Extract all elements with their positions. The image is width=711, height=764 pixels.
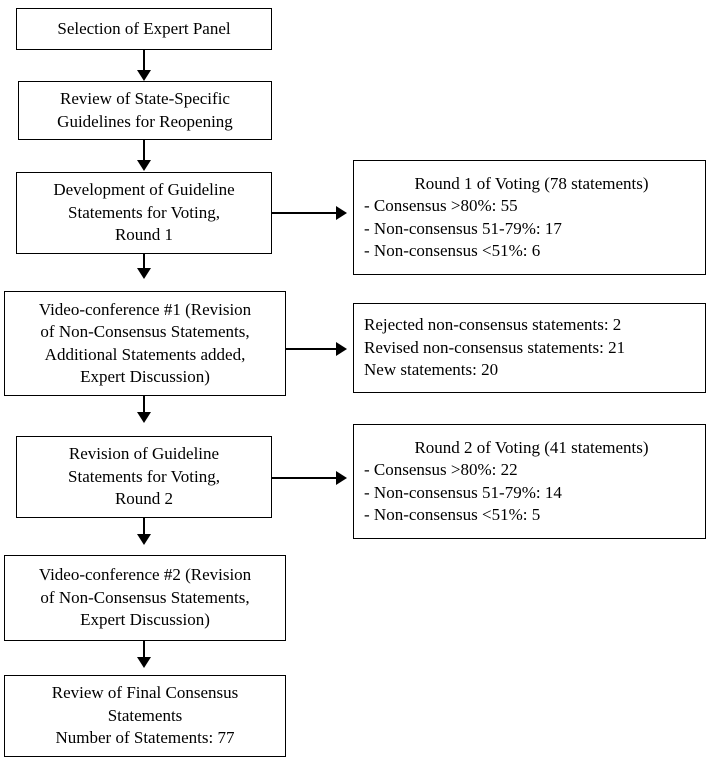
node-line: Rejected non-consensus statements: 2	[364, 315, 622, 335]
node-line: Guidelines for Reopening	[57, 111, 233, 131]
node-line: Revised non-consensus statements: 21	[364, 337, 626, 357]
node-line: - Non-consensus 51-79%: 17	[364, 218, 562, 238]
node-final-consensus: Review of Final Consensus Statements Num…	[4, 675, 286, 757]
node-line: Statements for Voting,	[68, 466, 220, 486]
node-line: Expert Discussion)	[80, 610, 210, 630]
connector-4-outcomes-arrow	[336, 342, 347, 356]
node-line: Statements	[107, 705, 183, 725]
node-line: - Non-consensus <51%: 5	[364, 504, 541, 524]
node-line: - Non-consensus 51-79%: 14	[364, 482, 562, 502]
node-video-conference-1: Video-conference #1 (Revision of Non-Con…	[4, 291, 286, 396]
node-development-round-1: Development of Guideline Statements for …	[16, 172, 272, 254]
connector-4-5-line	[143, 396, 145, 414]
node-line: Expert Discussion)	[80, 366, 210, 386]
node-round-2-voting: Round 2 of Voting (41 statements) - Cons…	[353, 424, 706, 539]
node-line: Review of Final Consensus	[51, 683, 239, 703]
node-line: Video-conference #1 (Revision	[38, 299, 252, 319]
connector-5-round2-line	[272, 477, 338, 479]
connector-3-4-line	[143, 254, 145, 272]
node-selection-of-expert-panel: Selection of Expert Panel	[16, 8, 272, 50]
node-round-1-voting: Round 1 of Voting (78 statements) - Cons…	[353, 160, 706, 275]
connector-4-outcomes-line	[286, 348, 338, 350]
node-line: Revision of Guideline	[68, 444, 220, 464]
node-line: Additional Statements added,	[44, 344, 246, 364]
connector-2-3-arrow	[137, 160, 151, 171]
connector-6-7-line	[143, 641, 145, 659]
connector-2-3-line	[143, 140, 145, 162]
connector-1-2-line	[143, 50, 145, 72]
node-line: Review of State-Specific	[60, 89, 230, 109]
node-line: of Non-Consensus Statements,	[40, 587, 250, 607]
connector-3-round1-arrow	[336, 206, 347, 220]
connector-6-7-arrow	[137, 657, 151, 668]
node-line: Round 2	[114, 489, 174, 509]
connector-5-round2-arrow	[336, 471, 347, 485]
connector-3-4-arrow	[137, 268, 151, 279]
node-line: Selection of Expert Panel	[57, 18, 231, 38]
node-video-conference-2: Video-conference #2 (Revision of Non-Con…	[4, 555, 286, 641]
node-line: of Non-Consensus Statements,	[40, 322, 250, 342]
node-review-state-guidelines: Review of State-Specific Guidelines for …	[18, 81, 272, 140]
node-revision-round-2: Revision of Guideline Statements for Vot…	[16, 436, 272, 518]
node-title: Round 2 of Voting (41 statements)	[414, 437, 649, 457]
node-line: Statements for Voting,	[68, 202, 220, 222]
node-vc1-outcomes: Rejected non-consensus statements: 2 Rev…	[353, 303, 706, 393]
connector-3-round1-line	[272, 212, 338, 214]
node-line: Number of Statements: 77	[55, 728, 235, 748]
connector-5-6-line	[143, 518, 145, 536]
connector-1-2-arrow	[137, 70, 151, 81]
node-line: - Non-consensus <51%: 6	[364, 240, 541, 260]
connector-4-5-arrow	[137, 412, 151, 423]
node-line: - Consensus >80%: 22	[364, 460, 518, 480]
node-line: New statements: 20	[364, 360, 499, 380]
connector-5-6-arrow	[137, 534, 151, 545]
node-line: Round 1	[114, 225, 174, 245]
node-title: Round 1 of Voting (78 statements)	[414, 173, 649, 193]
node-line: - Consensus >80%: 55	[364, 196, 518, 216]
node-line: Video-conference #2 (Revision	[38, 565, 252, 585]
node-line: Development of Guideline	[53, 180, 235, 200]
